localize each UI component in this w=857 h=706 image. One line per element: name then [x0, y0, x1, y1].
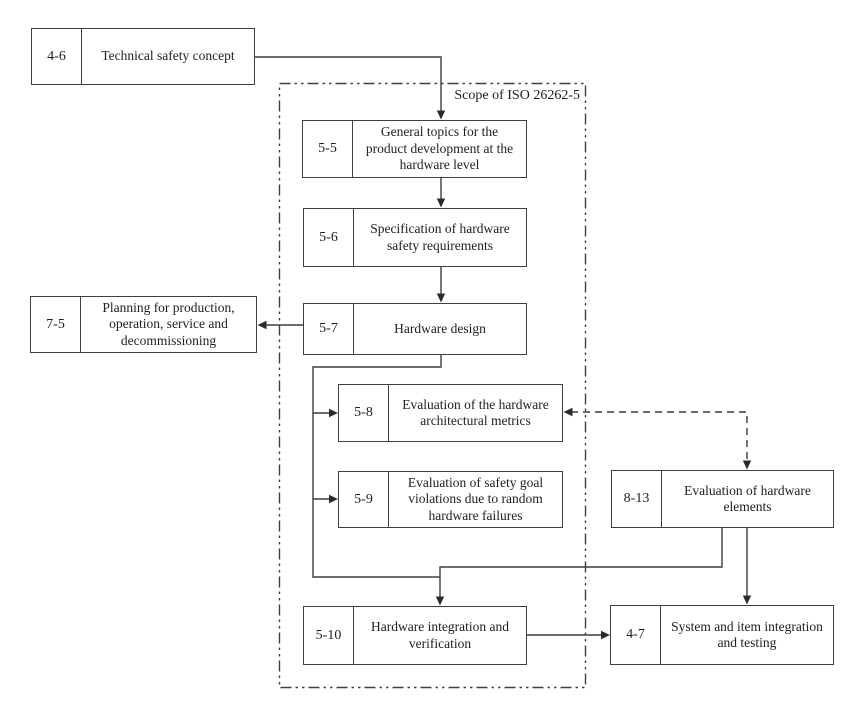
box-label-8-13: Evaluation of hardware elements: [684, 482, 811, 514]
arrowhead-into-4-7-left: [601, 630, 610, 640]
box-4-7-system-item-integration-testing: 4-7 System and item integration and test…: [610, 605, 834, 665]
box-label-4-6: Technical safety concept: [101, 48, 235, 64]
box-5-6-specification-hw-safety-requirements: 5-6 Specification of hardware safety req…: [303, 208, 527, 267]
arrowhead-into-5-6: [436, 198, 446, 208]
arrowhead-into-5-5: [436, 110, 446, 120]
clause-number-7-5: 7-5: [31, 297, 81, 352]
box-label-5-10: Hardware integration and verification: [371, 619, 509, 651]
box-5-7-hardware-design: 5-7 Hardware design: [303, 303, 527, 355]
clause-number-4-6: 4-6: [32, 29, 82, 84]
arrowhead-into-4-7-top: [742, 595, 752, 605]
clause-number-5-7: 5-7: [304, 304, 354, 354]
scope-boundary-label: Scope of ISO 26262-5: [454, 88, 580, 103]
arrowhead-into-5-9: [329, 494, 338, 504]
scope-boundary: [278, 82, 587, 689]
clause-number-5-10: 5-10: [304, 607, 354, 664]
clause-number-8-13: 8-13: [612, 471, 662, 527]
box-7-5-planning-production: 7-5 Planning for production, operation, …: [30, 296, 257, 353]
arrowhead-dashed-into-5-8: [563, 407, 573, 417]
box-5-9-evaluation-safety-goal-violations: 5-9 Evaluation of safety goal violations…: [338, 471, 563, 528]
box-label-4-7: System and item integration and testing: [671, 618, 823, 650]
connector-8-13-to-5-10: [439, 528, 723, 598]
box-label-5-6: Specification of hardware safety require…: [370, 221, 510, 253]
connector-5-7-rail: [312, 355, 442, 578]
connector-8-13-to-5-8-dashed: [571, 411, 748, 462]
arrowhead-dashed-into-8-13: [742, 460, 752, 470]
box-label-5-5: General topics for the product developme…: [365, 124, 514, 173]
clause-number-5-9: 5-9: [339, 472, 389, 527]
clause-number-5-8: 5-8: [339, 385, 389, 441]
box-label-7-5: Planning for production, operation, serv…: [102, 299, 235, 348]
clause-number-4-7: 4-7: [611, 606, 661, 664]
arrowhead-into-7-5: [257, 320, 267, 330]
box-5-10-hardware-integration-verification: 5-10 Hardware integration and verificati…: [303, 606, 527, 665]
box-label-5-8: Evaluation of the hardware architectural…: [402, 396, 549, 428]
connector-4-6-to-5-5: [255, 56, 442, 111]
box-8-13-evaluation-hardware-elements: 8-13 Evaluation of hardware elements: [611, 470, 834, 528]
box-5-8-evaluation-architectural-metrics: 5-8 Evaluation of the hardware architect…: [338, 384, 563, 442]
box-4-6-technical-safety-concept: 4-6 Technical safety concept: [31, 28, 255, 85]
arrowhead-into-5-7: [436, 293, 446, 303]
box-5-5-general-topics: 5-5 General topics for the product devel…: [302, 120, 527, 178]
arrowhead-into-5-10: [435, 596, 445, 606]
clause-number-5-6: 5-6: [304, 209, 354, 266]
box-label-5-7: Hardware design: [394, 320, 486, 336]
box-label-5-9: Evaluation of safety goal violations due…: [407, 474, 544, 523]
arrowhead-into-5-8: [329, 408, 338, 418]
clause-number-5-5: 5-5: [303, 121, 353, 177]
